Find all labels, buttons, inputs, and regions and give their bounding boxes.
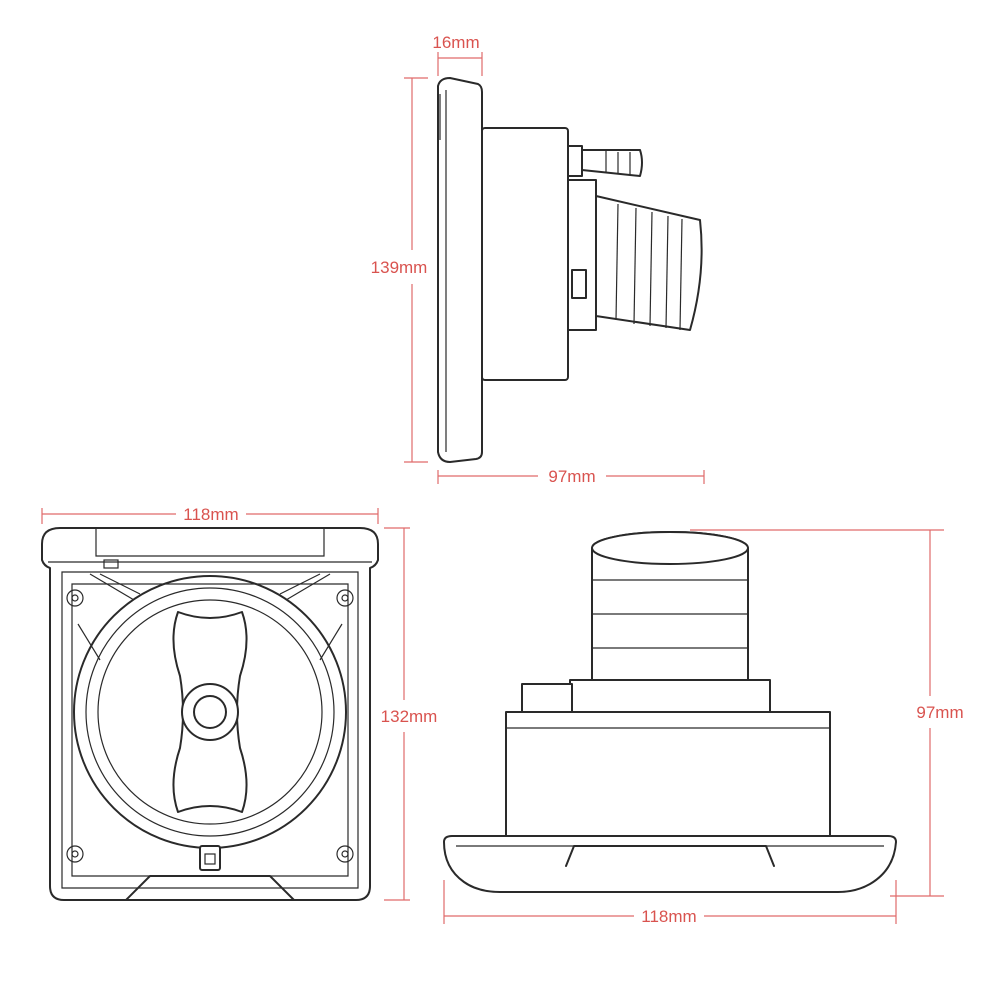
dim-label-profile-height: 97mm — [916, 703, 963, 722]
dim-label-side-width: 97mm — [548, 467, 595, 486]
dim-label-front-width: 118mm — [183, 505, 238, 524]
dim-label-side-depth: 16mm — [432, 33, 479, 52]
dim-label-profile-width: 118mm — [641, 907, 696, 926]
dimension-lines — [41, 52, 944, 924]
profile-view — [443, 531, 897, 893]
dim-label-front-height: 132mm — [381, 707, 438, 726]
front-view — [41, 527, 379, 901]
side-view — [437, 77, 703, 463]
dim-label-side-height: 139mm — [371, 258, 428, 277]
